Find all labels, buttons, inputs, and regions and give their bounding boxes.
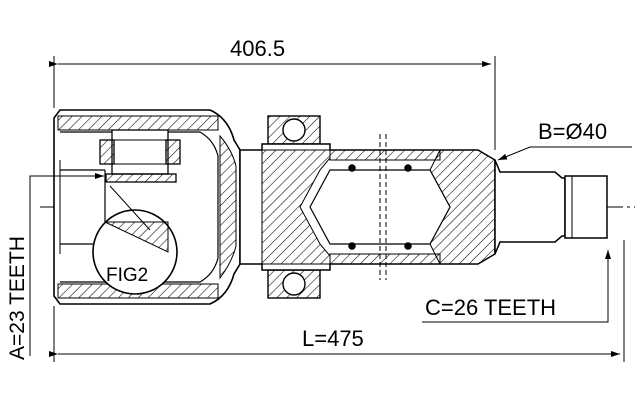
fig2-label: FIG2: [106, 265, 148, 286]
leader-b: [497, 146, 632, 161]
leader-a: [29, 173, 104, 356]
bearing: [267, 115, 321, 299]
dim-475-label: L=475: [302, 326, 364, 351]
dimension-lines: [29, 56, 632, 362]
leader-c: [422, 250, 611, 323]
dim-a-label: A=23 TEETH: [6, 236, 29, 360]
intermediate-shaft: [239, 143, 496, 271]
fig2-detail-circle: [92, 185, 178, 295]
dim-b-label: B=Ø40: [538, 119, 607, 144]
bearing-ball-bottom: [282, 272, 306, 296]
output-spline: [564, 175, 608, 239]
bearing-ball-top: [282, 118, 306, 142]
stub-shaft: [494, 159, 608, 255]
dim-406-label: 406.5: [230, 36, 285, 61]
tripod-roller: [99, 129, 181, 183]
dim-c-label: C=26 TEETH: [425, 295, 556, 320]
break-marks: [379, 134, 387, 280]
